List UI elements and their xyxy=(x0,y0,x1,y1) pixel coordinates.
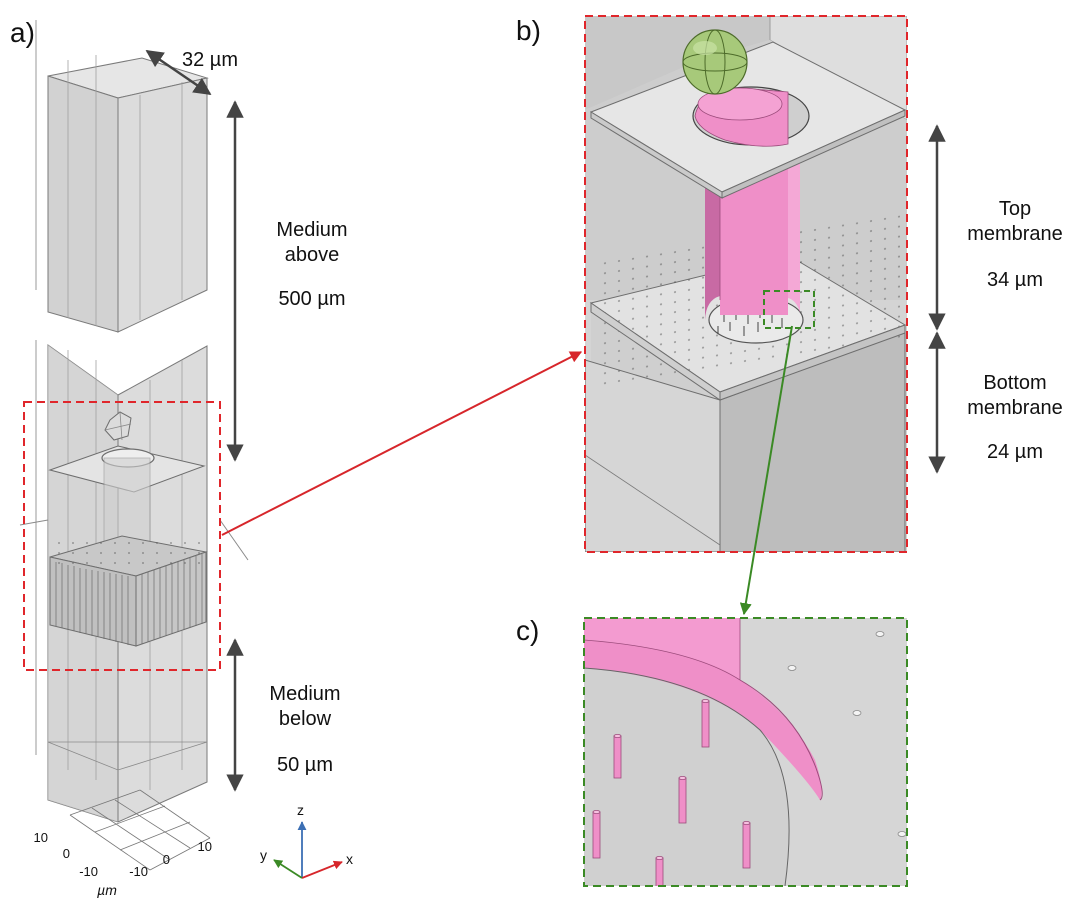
bottom-membrane-block-a xyxy=(49,535,208,647)
width-label: 32 µm xyxy=(182,49,238,71)
triad-z-label: z xyxy=(297,802,304,818)
width-arrow xyxy=(145,49,212,96)
tick-left-2: -10 xyxy=(79,864,98,879)
panel-c-frame xyxy=(583,617,908,887)
triad-y-label: y xyxy=(260,847,267,863)
zoom-arrow-b-to-c xyxy=(739,325,793,616)
bottom-membrane-line2: membrane xyxy=(967,397,1063,419)
triad-x-label: x xyxy=(346,851,353,867)
tick-left-0: 10 xyxy=(34,830,48,845)
bottom-membrane-thickness: 24 µm xyxy=(987,441,1043,463)
tick-left-1: 0 xyxy=(63,846,70,861)
tick-right-2: 10 xyxy=(198,839,212,854)
top-membrane-line2: membrane xyxy=(967,223,1063,245)
medium-below-thickness: 50 µm xyxy=(277,754,333,776)
zoom-box-b xyxy=(763,290,815,329)
zoom-box-a xyxy=(23,401,221,671)
panel-a-label: a) xyxy=(10,17,35,48)
medium-above-block xyxy=(35,20,209,333)
top-membrane-line1: Top xyxy=(999,198,1031,220)
medium-above-line1: Medium xyxy=(276,219,347,241)
panel-a: a) xyxy=(10,17,353,898)
zoom-arrow-a-to-b xyxy=(221,351,583,536)
panel-b: b) xyxy=(516,15,1063,553)
medium-above-thickness: 500 µm xyxy=(278,288,345,310)
bottom-membrane-line1: Bottom xyxy=(983,372,1046,394)
panel-b-frame xyxy=(584,15,908,553)
coordinate-triad: z y x xyxy=(260,802,353,879)
tick-right-1: 0 xyxy=(163,852,170,867)
medium-below-line1: Medium xyxy=(269,683,340,705)
cell-sphere xyxy=(682,29,748,95)
panel-c: c) xyxy=(516,615,908,887)
tick-right-0: -10 xyxy=(129,864,148,879)
axis-unit: µm xyxy=(97,882,117,898)
panel-b-label: b) xyxy=(516,15,541,46)
axis-grid xyxy=(69,789,211,871)
medium-above-line2: above xyxy=(285,244,340,266)
panel-c-label: c) xyxy=(516,615,539,646)
top-membrane-thickness: 34 µm xyxy=(987,269,1043,291)
pillars xyxy=(592,699,751,886)
medium-below-line2: below xyxy=(279,708,332,730)
